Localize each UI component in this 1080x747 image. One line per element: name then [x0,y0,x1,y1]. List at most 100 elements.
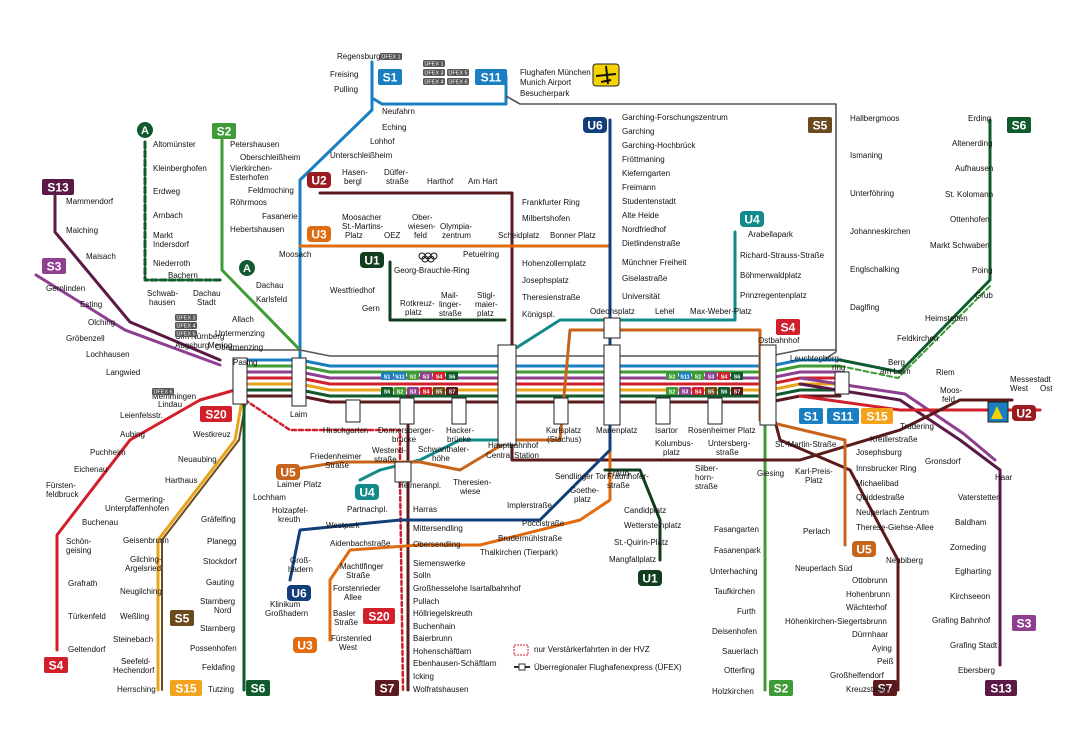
line-badge-label: S5 [813,119,828,133]
station-label: Giesing [757,469,784,478]
station-labels: RegensburgFreisingPullingNeufahrnEchingL… [46,52,1053,696]
line-indicator-label: S4 [423,389,431,395]
station-label: Gräfelfing [201,515,236,524]
station-label: Josephsplatz [522,276,569,285]
ufex-tag: ÜFEX 5 [447,69,469,77]
station-label: Eichenau [74,465,107,474]
station-label: Memmingen [152,392,196,401]
line-badge-s5: S5 [170,610,194,626]
station-label: straße [386,177,409,186]
line-badge-s2: S2 [769,680,793,696]
station-label: Solln [413,571,431,580]
line-badge-label: U4 [359,486,375,500]
station-label: Unterföhring [850,189,894,198]
station-label: Stadt [197,298,216,307]
station-label: Fasanerie [262,212,298,221]
station-label: wiesen- [407,222,436,231]
ufex-tag-label: ÜFEX 3 [176,315,195,322]
ufex-tag-label: ÜFEX 1 [381,54,400,61]
station-label: Ottobrunn [852,576,888,585]
ufex-tag: ÜFEX 5 [175,330,197,338]
station-label: Candidplatz [624,506,666,515]
ufex-tag: ÜFEX 4 [175,322,197,330]
station-label: Forstenrieder [333,584,381,593]
station-label: Rotkreuz- [400,299,435,308]
hub-karlsplatz [553,397,569,425]
station-label: Bonner Platz [550,231,596,240]
station-label: Überregionaler Flughafenexpress (ÜFEX) [534,663,682,672]
station-label: Ostbahnhof [758,336,800,345]
legend-hvz-icon [513,644,529,656]
station-label: Kreillerstraße [870,435,918,444]
station-label: Central Station [486,451,539,460]
station-label: Erding [968,114,991,123]
line-indicator-s6: S6 [731,372,743,380]
line-badge-label: U1 [364,254,380,268]
station-label: Machtlfinger [340,562,384,571]
line-s1-track [298,60,374,362]
line-indicator-s2: S2 [666,372,678,380]
ufex-tag: ÜFEX 1 [423,60,445,68]
station-label: Michaelibad [856,479,899,488]
station-label: Hirschgarten [323,426,368,435]
station-label: Eching [382,123,406,132]
station-label: West [339,643,358,652]
station-label: Innsbrucker Ring [856,464,916,473]
station-label: Baldham [955,518,987,527]
station-label: Berg [888,358,905,367]
line-indicator-s4: S4 [433,372,445,380]
station-label: Hebertshausen [230,225,284,234]
line-indicator-s2: S2 [407,372,419,380]
station-label: Besucherpark [520,89,570,98]
station-label: Kirchseeon [950,592,990,601]
a-line-marker-label: A [243,263,251,275]
station-label: Kolumbus- [655,439,694,448]
station-label: Zorneding [950,543,986,552]
station-label: Englschalking [850,265,899,274]
station-label: Petershausen [230,140,279,149]
station-label: Grub [975,291,993,300]
line-indicator-label: S6 [734,374,741,380]
line-s11-track [370,74,508,106]
station-label: Obermenzing [215,343,263,352]
station-label: Goethe- [570,486,599,495]
station-label: Ebenhausen-Schäftlarn [413,659,497,668]
station-label: St. Kolomann [945,190,993,199]
station-label: Geisenbrunn [123,536,169,545]
station-label: Flughafen München [520,68,591,77]
station-label: Unterhaching [710,567,758,576]
line-s5-track [156,398,244,692]
station-label: Klinikum [270,600,301,609]
station-label: Großhadern [265,609,308,618]
station-label: Quiddestraße [856,493,905,502]
station-label: Deisenhofen [712,627,757,636]
station-label: Steinebach [113,635,153,644]
station-label: Neuperlach Süd [795,564,852,573]
station-label: Westpark [326,521,361,530]
line-indicator-label: S4 [695,389,703,395]
station-label: Karlsfeld [256,295,287,304]
station-label: Wächterhof [846,603,888,612]
line-badge-label: U6 [291,587,307,601]
station-label: Münchner Freiheit [622,258,687,267]
ufex-tag-label: ÜFEX 5 [448,70,467,77]
line-badge-label: S1 [804,410,819,424]
station-label: Aubing [120,430,145,439]
station-label: West [1010,384,1029,393]
line-badge-label: U2 [1016,407,1032,421]
station-label: Feldmoching [248,186,294,195]
station-label: Isartor [655,426,678,435]
station-label: Ebersberg [958,666,995,675]
station-label: Niederroth [153,259,190,268]
line-badge-s13: S13 [985,680,1017,696]
line-badge-s6: S6 [246,680,270,696]
station-label: Holzapfel- [272,506,308,515]
line-indicator-s5: S5 [705,387,717,395]
ufex-tag: ÜFEX 1 [380,53,402,61]
line-indicator-label: S2 [669,389,676,395]
station-label: Therese-Giehse-Allee [856,523,934,532]
line-s7-east-track [768,400,900,692]
station-label: Gröbenzell [66,334,105,343]
station-label: Georg-Brauchle-Ring [394,266,470,275]
line-badge-s2: S2 [212,123,236,139]
